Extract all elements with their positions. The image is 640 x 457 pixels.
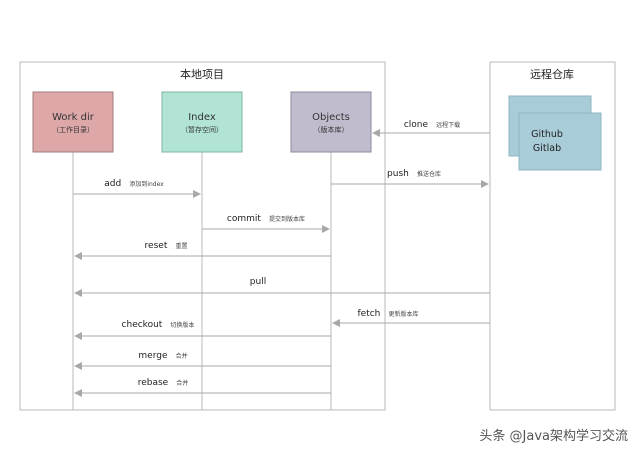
arrow-merge-label: merge: [138, 351, 168, 361]
arrow-rebase: rebase 合并: [74, 370, 331, 397]
node-workdir-box: [32, 91, 114, 153]
arrow-fetch-label: fetch: [358, 309, 381, 319]
arrow-clone-note: 远程下载: [436, 121, 460, 129]
arrow-pull: pull: [74, 277, 490, 297]
arrow-add: add 添加到index: [73, 171, 201, 198]
watermark: 头条 @Java架构学习交流: [479, 428, 628, 444]
remote-card-front: [518, 112, 602, 171]
arrow-clone-label: clone: [404, 120, 429, 130]
node-index-title: Index: [188, 112, 216, 123]
node-index-subtitle: （暂存空间）: [181, 125, 223, 134]
svg-text:checkout 切换版本: checkout 切换版本: [122, 312, 195, 331]
arrow-clone: clone 远程下载: [372, 112, 490, 137]
remote-item-gitlab: Gitlab: [533, 143, 561, 154]
arrow-reset: reset 重置: [74, 233, 331, 260]
arrow-fetch: fetch 更新版本库: [332, 301, 490, 327]
node-workdir: Work dir （工作目录）: [32, 91, 114, 153]
arrow-rebase-note: 合并: [176, 379, 188, 387]
arrow-push: push 推送仓库: [331, 161, 489, 188]
svg-text:commit 提交到版本库: commit 提交到版本库: [227, 206, 305, 225]
node-index: Index （暂存空间）: [161, 91, 243, 153]
arrow-add-label: add: [104, 179, 121, 189]
svg-text:push 推送仓库: push 推送仓库: [387, 161, 441, 180]
arrow-pull-label: pull: [250, 277, 266, 287]
svg-text:rebase 合并: rebase 合并: [138, 370, 189, 389]
node-objects-box: [290, 91, 372, 153]
svg-text:reset 重置: reset 重置: [145, 233, 188, 252]
arrow-commit-note: 提交到版本库: [269, 215, 305, 223]
node-workdir-title: Work dir: [52, 112, 95, 123]
remote-repo-title: 远程仓库: [530, 67, 574, 81]
node-index-box: [161, 91, 243, 153]
svg-text:merge 合并: merge 合并: [138, 343, 187, 362]
svg-text:add 添加到index: add 添加到index: [104, 171, 164, 190]
local-project-title: 本地项目: [180, 67, 224, 81]
arrow-push-note: 推送仓库: [417, 170, 441, 178]
arrow-merge: merge 合并: [74, 343, 331, 370]
remote-item-github: Github: [531, 129, 563, 140]
arrow-checkout: checkout 切换版本: [74, 312, 331, 340]
node-workdir-subtitle: （工作目录）: [52, 125, 94, 134]
arrow-reset-note: 重置: [175, 242, 187, 250]
node-objects-subtitle: （版本库）: [314, 125, 349, 134]
arrow-rebase-label: rebase: [138, 378, 169, 388]
arrow-reset-label: reset: [145, 241, 168, 251]
svg-text:clone 远程下载: clone 远程下载: [404, 112, 460, 131]
node-objects: Objects （版本库）: [290, 91, 372, 153]
svg-text:fetch 更新版本库: fetch 更新版本库: [358, 301, 419, 320]
arrow-merge-note: 合并: [176, 352, 188, 360]
arrow-checkout-note: 切换版本: [170, 321, 194, 329]
arrow-commit: commit 提交到版本库: [202, 206, 330, 233]
arrow-push-label: push: [387, 169, 409, 179]
arrow-checkout-label: checkout: [122, 320, 163, 330]
arrow-add-note: 添加到index: [129, 180, 164, 188]
arrow-fetch-note: 更新版本库: [388, 310, 418, 318]
node-objects-title: Objects: [312, 112, 350, 123]
arrow-commit-label: commit: [227, 214, 261, 224]
